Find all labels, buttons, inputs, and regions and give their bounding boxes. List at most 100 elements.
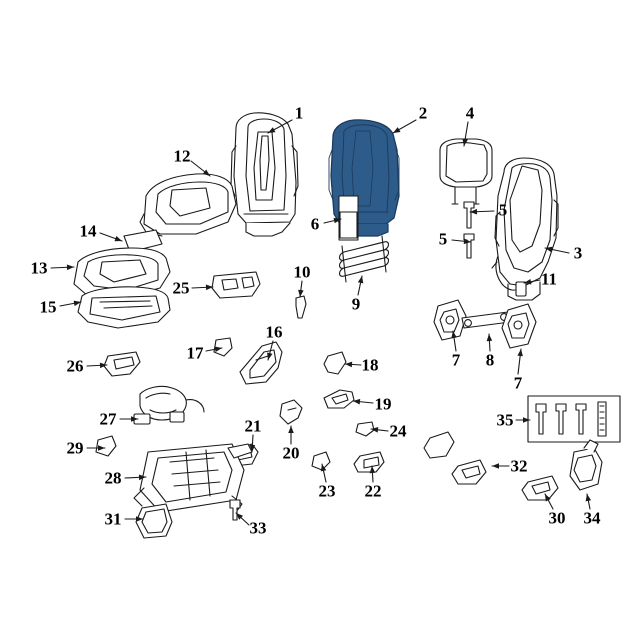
part-34-actuator [569,439,603,491]
part-26-wire-bracket [103,351,141,377]
leader-arrow-24 [371,427,379,433]
callout-3: 3 [573,243,583,263]
callout-22: 22 [364,481,382,501]
leader-arrow-25 [205,284,213,291]
leader-arrow-18 [345,361,353,368]
part-14-seat-pad [123,229,163,253]
part-7-recliner-bracket-left [433,299,467,341]
callout-11: 11 [540,269,558,289]
callout-23: 23 [318,481,336,501]
callout-7b: 7 [513,373,523,393]
leader-arrow-26 [99,362,107,369]
part-18-trim-cap [323,351,347,375]
callout-19: 19 [374,394,392,414]
part-35-fastener-kit [527,395,621,443]
callout-2: 2 [418,103,428,123]
callout-5b: 5 [438,229,448,249]
part-11-wire-harness [491,255,527,297]
callout-25: 25 [172,278,190,298]
part-32-mounting-brackets [423,431,487,485]
leader-arrow-10 [298,289,304,297]
callout-14: 14 [79,221,97,241]
leader-arrow-16 [267,352,273,360]
leader-arrow-14 [114,236,122,242]
leader-arrow-34 [585,494,592,502]
part-15-seat-cushion-frame [77,286,171,329]
leader-arrow-35 [523,417,530,423]
leader-arrow-31 [136,516,143,522]
part-5-headrest-guides [463,201,475,259]
leader-arrow-2 [393,127,401,133]
leader-arrow-3 [545,246,553,253]
leader-arrow-4 [462,138,468,146]
part-6-seat-back-panel [339,211,358,239]
leader-arrow-33 [236,513,243,520]
callout-1: 1 [294,103,304,123]
leader-arrow-11 [524,279,532,285]
leader-arrow-19 [353,398,361,405]
part-17-clip-bracket [213,337,233,357]
leader-arrow-13 [66,264,74,271]
callout-34: 34 [583,508,601,528]
leader-arrow-27 [131,416,138,422]
leader-arrow-5b [463,238,471,245]
callout-24: 24 [389,421,407,441]
part-23-cap [311,451,331,471]
callout-15: 15 [39,297,57,317]
leader-arrow-30 [545,494,551,502]
leader-arrow-5 [470,208,478,215]
leader-arrow-28 [138,474,146,481]
leader-arrowheads [66,127,592,522]
part-31-seat-motor [135,503,173,539]
callout-16: 16 [265,322,283,342]
callout-30: 30 [548,508,566,528]
leader-arrow-12 [202,169,210,176]
callout-33: 33 [249,518,267,538]
part-29-clip [95,435,117,457]
part-16-side-trim-panel [239,341,283,385]
callout-31: 31 [104,509,122,529]
part-33-bolt [229,499,241,521]
callout-26: 26 [66,356,84,376]
part-27-seat-wire-harness [133,385,205,425]
callout-27: 27 [99,409,117,429]
part-22-cover-plate [353,451,385,473]
callout-29: 29 [66,438,84,458]
callout-10: 10 [293,262,311,282]
callout-18: 18 [361,355,379,375]
leader-arrow-7b [517,349,523,357]
part-24-clip [355,421,375,437]
callout-5: 5 [498,200,508,220]
part-12-seat-cushion-cover [139,173,237,237]
callout-6: 6 [310,214,320,234]
part-13-seat-cushion [73,247,171,299]
leader-arrow-17 [214,346,222,352]
leader-arrow-22 [369,466,376,474]
leader-arrow-20 [288,426,294,433]
leader-arrow-6 [333,217,341,224]
part-28-seat-track-assembly [133,443,245,513]
part-25-bracket [211,271,261,299]
leader-arrow-21 [249,444,256,452]
part-20-lever-knob [279,399,303,425]
callout-17: 17 [186,343,204,363]
part-4-headrest [439,138,493,205]
callout-32: 32 [510,456,528,476]
part-30-bracket [521,475,559,501]
part-10-clip [295,295,307,319]
leader-arrow-23 [320,464,327,472]
part-7-recliner-bracket-right [501,303,537,349]
part-9-spring [338,235,390,283]
callout-9: 9 [351,294,361,314]
leader-arrow-15 [73,300,81,307]
leader-arrow-8 [486,334,493,342]
callout-28: 28 [104,468,122,488]
leader-arrow-9 [357,276,364,284]
leader-arrow-29 [98,445,105,451]
leader-arrow-7 [451,331,457,339]
callout-8: 8 [485,350,495,370]
callout-13: 13 [30,258,48,278]
leader-arrow-32 [492,463,499,469]
